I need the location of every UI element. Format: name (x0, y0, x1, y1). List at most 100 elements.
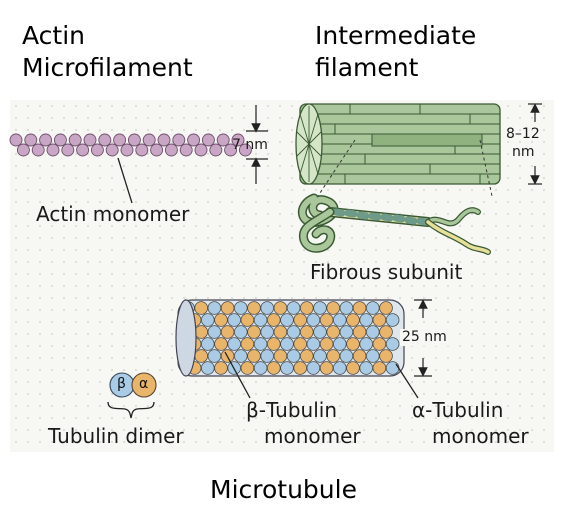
alpha-tubulin-label-line2: monomer (432, 424, 529, 448)
tubulin-subunit (194, 301, 209, 315)
tubulin-subunit (234, 301, 248, 315)
tubulin-subunit (319, 361, 334, 375)
tubulin-subunit (365, 325, 380, 339)
tubulin-subunit (220, 325, 235, 339)
tubulin-subunit (365, 349, 380, 363)
tubulin-subunit (247, 301, 261, 315)
tubulin-subunit (280, 337, 294, 351)
tubulin-subunit (227, 337, 242, 351)
tubulin-subunit (339, 349, 354, 363)
tubulin-subunit (201, 313, 215, 327)
tubulin-subunit (293, 313, 308, 327)
tubulin-subunit (286, 325, 301, 339)
tubulin-subunit (319, 313, 334, 327)
tubulin-subunit (385, 313, 400, 327)
actin-bead (194, 143, 208, 157)
tubulin-dimer-label: Tubulin dimer (48, 424, 184, 448)
tubulin-subunit (266, 313, 281, 327)
intermediate-title-line1: Intermediate (315, 21, 477, 50)
tubulin-subunit (359, 337, 374, 351)
microtubule-title: Microtubule (210, 475, 357, 504)
actin-bead (53, 133, 67, 147)
actin-bead (76, 143, 90, 157)
tubulin-subunit (293, 361, 308, 375)
tubulin-subunit (253, 361, 268, 375)
tubulin-subunit (352, 349, 367, 363)
dimer-beta-symbol: β (117, 376, 126, 392)
actin-filament (9, 133, 252, 157)
tubulin-subunit (385, 361, 400, 375)
actin-bead (127, 133, 141, 147)
alpha-tubulin-label-line1: α-Tubulin (412, 398, 504, 422)
tubulin-subunit (247, 325, 261, 339)
tubulin-subunit (299, 349, 314, 363)
tubulin-subunit (346, 313, 360, 327)
intermediate-width-label-line2: nm (512, 144, 535, 160)
actin-bead (231, 133, 245, 147)
actin-title-line2: Microfilament (22, 53, 193, 82)
tubulin-subunit (306, 337, 321, 351)
microtubule-width-label: 25 nm (400, 329, 449, 346)
tubulin-subunit (326, 349, 341, 363)
intermediate-filament (295, 103, 501, 197)
actin-bead (201, 133, 215, 147)
actin-bead (142, 133, 156, 147)
actin-bead (179, 143, 193, 157)
tubulin-subunit (326, 325, 341, 339)
tubulin-subunit (339, 301, 354, 315)
tubulin-subunit (359, 361, 374, 375)
dimer-brace (107, 401, 155, 419)
tubulin-subunit (379, 349, 393, 363)
tubulin-subunit (286, 349, 301, 363)
tubulin-subunit (372, 361, 387, 375)
tubulin-subunit (379, 325, 393, 339)
tubulin-subunit (234, 349, 248, 363)
tubulin-subunit (299, 301, 314, 315)
tubulin-subunit (280, 361, 294, 375)
tubulin-subunit (260, 301, 275, 315)
intermediate-title-line2: filament (315, 53, 419, 82)
fibrous-subunit-label: Fibrous subunit (310, 260, 463, 284)
actin-bead (24, 133, 38, 147)
tubulin-subunit (346, 337, 360, 351)
tubulin-subunit (280, 313, 294, 327)
actin-title-line1: Actin (22, 21, 86, 50)
tubulin-subunit (313, 325, 327, 339)
tubulin-subunit (214, 337, 228, 351)
tubulin-subunit (273, 349, 288, 363)
actin-bead (90, 143, 104, 157)
actin-bead (61, 143, 75, 157)
tubulin-subunit (352, 325, 367, 339)
tubulin-subunit (273, 325, 288, 339)
tubulin-subunit (240, 313, 255, 327)
tubulin-subunit (260, 349, 275, 363)
dimer-alpha-symbol: α (139, 376, 149, 392)
microtubule-cylinder (175, 299, 405, 377)
tubulin-subunit (260, 325, 275, 339)
actin-bead (224, 143, 238, 157)
tubulin-subunit (227, 313, 242, 327)
actin-monomer-leader (117, 157, 133, 204)
tubulin-subunit (194, 325, 209, 339)
alpha-tubulin-leader (395, 363, 419, 399)
actin-bead (98, 133, 112, 147)
actin-bead (46, 143, 60, 157)
tubulin-subunit (379, 301, 393, 315)
tubulin-subunit (266, 337, 281, 351)
beta-tubulin-label-line2: monomer (264, 424, 361, 448)
tubulin-subunit (253, 337, 268, 351)
actin-bead (164, 143, 178, 157)
tubulin-subunit (286, 301, 301, 315)
tubulin-subunit (220, 301, 235, 315)
tubulin-subunit (332, 337, 347, 351)
tubulin-subunit (201, 337, 215, 351)
tubulin-subunit (240, 361, 255, 375)
tubulin-subunit (346, 361, 360, 375)
tubulin-subunit (201, 361, 215, 375)
actin-bead (39, 133, 53, 147)
actin-bead (187, 133, 201, 147)
actin-bead (113, 133, 127, 147)
tubulin-subunit (352, 301, 367, 315)
actin-bead (216, 133, 230, 147)
